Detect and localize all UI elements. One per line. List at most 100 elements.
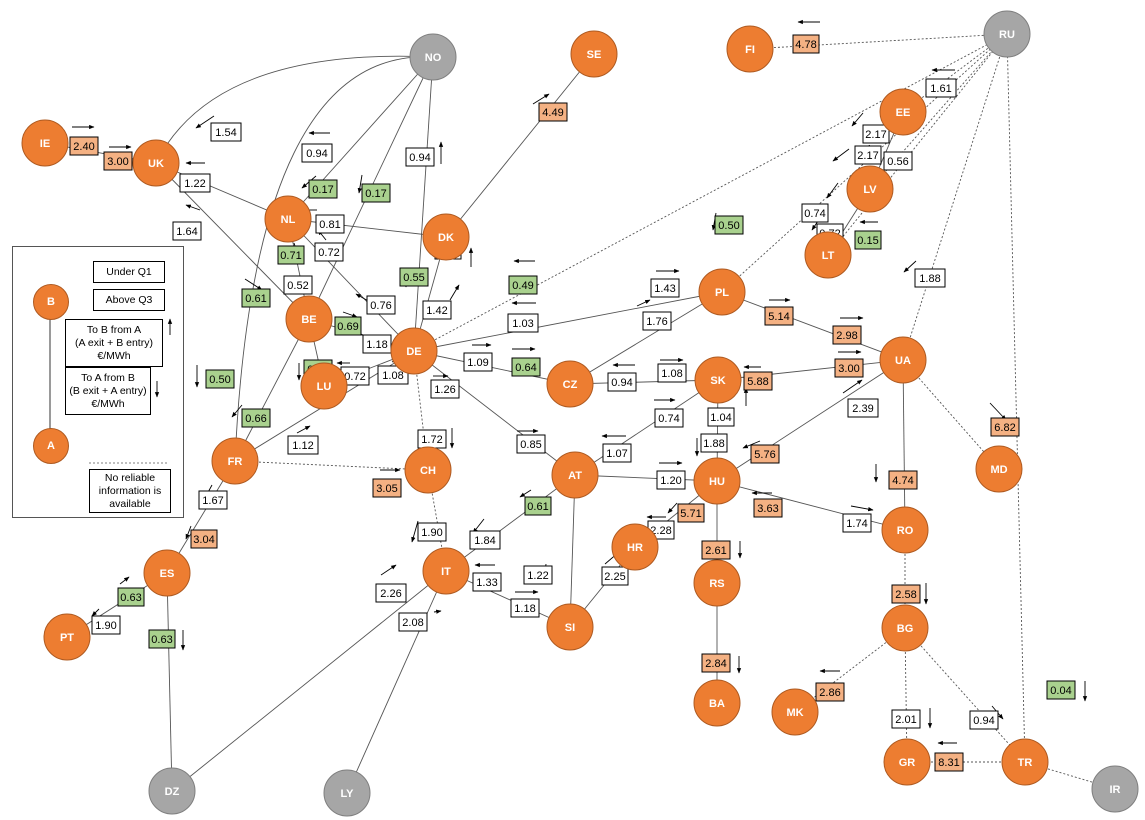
svg-text:0.72: 0.72 [344,371,365,383]
direction-arrow-34 [636,299,651,307]
link-tr-ru [1006,33,1026,763]
svg-text:0.52: 0.52 [287,280,308,292]
svg-text:1.72: 1.72 [421,434,442,446]
node-nl: NL [264,195,312,243]
node-ir: IR [1091,765,1139,813]
svg-text:0.63: 0.63 [151,634,172,646]
svg-text:1.18: 1.18 [366,339,387,351]
node-mk: MK [771,688,819,736]
link-fi-ru [749,33,1008,50]
legend-to-a-line2: (B exit + A entry) [69,384,147,397]
link-it-dz [171,570,447,792]
direction-arrow-67 [411,520,419,543]
value-label-7: 3.00 [103,151,133,171]
direction-arrow-13 [357,174,363,194]
legend-no-info-box: No reliable information is available [89,469,171,513]
value-label-27: 0.61 [241,288,271,308]
svg-text:AT: AT [568,470,582,482]
value-label-65: 5.71 [677,503,705,523]
value-label-12: 0.17 [308,179,338,199]
node-bg: BG [881,604,929,652]
svg-text:1.67: 1.67 [202,495,223,507]
link-se-dk [445,53,595,238]
direction-arrow-58 [989,402,1007,421]
value-label-42: 0.50 [205,369,235,389]
svg-text:ES: ES [160,568,175,580]
direction-arrow-18 [185,204,201,211]
svg-text:1.07: 1.07 [606,448,627,460]
node-se: SE [570,30,618,78]
svg-text:0.50: 0.50 [209,374,230,386]
svg-text:1.22: 1.22 [527,570,548,582]
value-label-16: 0.15 [854,230,882,250]
node-gr: GR [883,738,931,786]
svg-text:1.90: 1.90 [95,620,116,632]
svg-text:0.94: 0.94 [611,377,632,389]
node-dk: DK [422,213,470,261]
direction-arrow-52 [296,425,311,434]
svg-text:1.22: 1.22 [184,178,205,190]
value-label-81: 0.63 [148,629,176,649]
svg-text:1.04: 1.04 [710,412,731,424]
svg-text:3.04: 3.04 [193,534,214,546]
link-bg-mk [794,627,906,713]
svg-text:1.26: 1.26 [434,384,455,396]
node-lv: LV [846,165,894,213]
value-label-67: 1.90 [417,522,447,542]
svg-text:0.94: 0.94 [973,715,994,727]
direction-arrow-74 [380,564,397,576]
svg-text:1.43: 1.43 [654,283,675,295]
svg-text:0.17: 0.17 [365,188,386,200]
value-label-17: 0.81 [315,214,345,234]
node-ru: RU [983,10,1031,58]
value-label-37: 1.09 [463,352,493,372]
svg-text:EE: EE [896,107,911,119]
value-label-54: 0.85 [516,434,546,454]
svg-text:1.74: 1.74 [846,518,867,530]
svg-text:MK: MK [786,707,803,719]
svg-text:3.63: 3.63 [757,503,778,515]
legend-no-info-line3: available [109,497,151,510]
legend-node-b: B [33,284,69,320]
value-label-47: 3.00 [834,358,864,378]
value-label-48: 0.66 [241,408,271,428]
svg-text:SK: SK [710,375,725,387]
svg-text:1.20: 1.20 [660,475,681,487]
value-label-25: 0.49 [508,275,538,295]
svg-text:2.17: 2.17 [865,129,886,141]
direction-arrow-22 [903,260,917,273]
value-label-86: 0.94 [969,710,999,730]
value-label-33: 1.03 [507,313,539,333]
node-no: NO [409,33,457,81]
node-pl: PL [698,268,746,316]
node-hr: HR [611,523,659,571]
value-label-14: 0.74 [801,203,829,223]
svg-text:TR: TR [1018,757,1033,769]
link-no-de [413,56,434,352]
link-cz-pl [569,291,723,385]
link-hu-ro [716,480,906,531]
value-label-6: 2.40 [69,136,99,156]
svg-text:BE: BE [301,314,316,326]
value-label-78: 1.18 [510,598,540,618]
node-tr: TR [1001,738,1049,786]
svg-text:2.28: 2.28 [650,525,671,537]
value-label-60: 4.74 [888,470,918,490]
svg-text:0.61: 0.61 [527,501,548,513]
svg-text:DE: DE [406,346,421,358]
svg-text:4.78: 4.78 [795,39,816,51]
node-ee: EE [879,88,927,136]
svg-text:IR: IR [1110,784,1121,796]
node-ua: UA [879,336,927,384]
svg-text:0.74: 0.74 [804,208,825,220]
svg-text:SE: SE [587,49,602,61]
svg-text:0.71: 0.71 [280,250,301,262]
svg-text:0.74: 0.74 [658,413,679,425]
value-label-53: 1.72 [417,429,447,449]
svg-text:0.63: 0.63 [120,592,141,604]
value-label-87: 8.31 [934,752,964,772]
svg-text:1.03: 1.03 [512,318,533,330]
direction-arrow-79 [91,608,100,617]
svg-text:1.09: 1.09 [467,357,488,369]
node-cz: CZ [546,360,594,408]
